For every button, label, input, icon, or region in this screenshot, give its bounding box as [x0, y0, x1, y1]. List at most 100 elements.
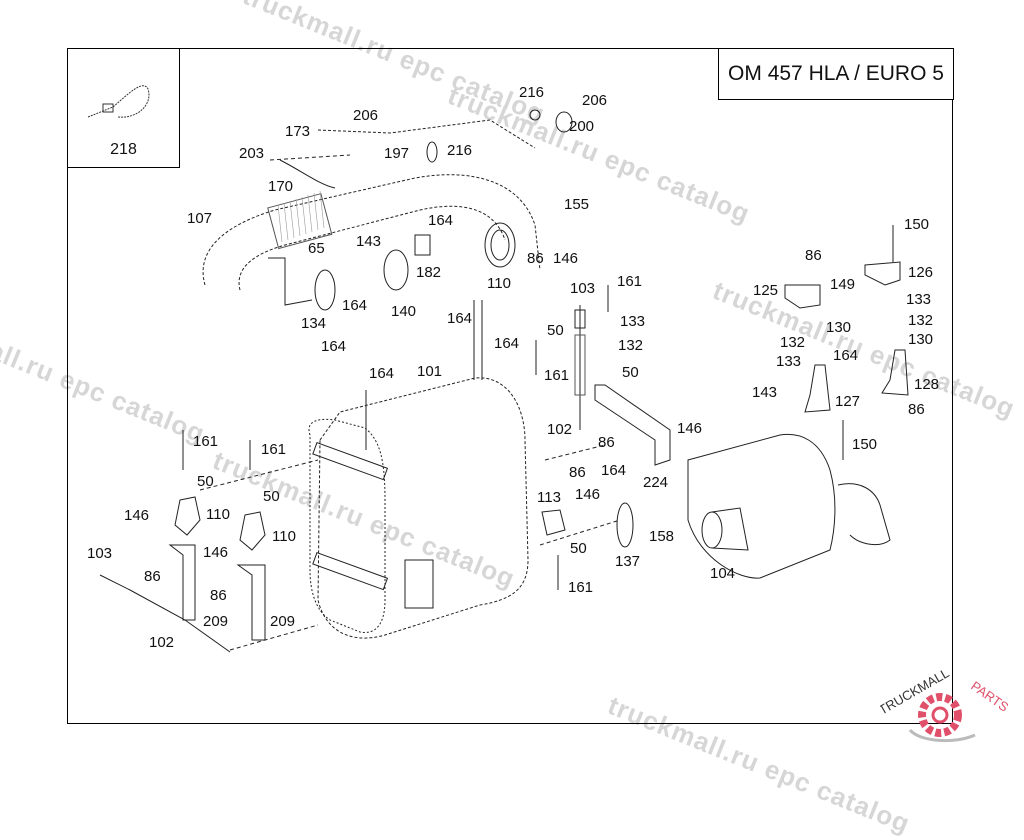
callout-label[interactable]: 102	[149, 634, 175, 651]
callout-label[interactable]: 130	[908, 331, 934, 348]
callout-label[interactable]: 103	[87, 545, 113, 562]
sensor-cable-102-left	[99, 574, 231, 653]
callout-label[interactable]: 110	[206, 506, 230, 523]
inspection-plate	[404, 559, 434, 609]
callout-label[interactable]: 143	[356, 233, 382, 250]
callout-label[interactable]: 164	[833, 347, 859, 364]
callout-label[interactable]: 164	[342, 297, 368, 314]
callout-label[interactable]: 128	[914, 376, 940, 393]
callout-label[interactable]: 150	[852, 436, 878, 453]
callout-label[interactable]: 65	[308, 240, 325, 257]
silencer-body-101	[317, 377, 529, 639]
callout-label[interactable]: 110	[487, 275, 511, 292]
callout-label[interactable]: 86	[527, 250, 544, 267]
callout-label[interactable]: 104	[710, 565, 736, 582]
bracket-209-left	[168, 544, 196, 621]
inset-panel: 218	[67, 48, 180, 168]
callout-label[interactable]: 134	[301, 315, 327, 332]
callout-label[interactable]: 216	[519, 84, 545, 101]
callout-label[interactable]: 206	[353, 107, 379, 124]
callout-label[interactable]: 137	[615, 553, 641, 570]
callout-label[interactable]: 86	[210, 587, 227, 604]
clamp-134	[314, 269, 336, 311]
bracket-113	[541, 509, 566, 536]
callout-label[interactable]: 149	[830, 276, 856, 293]
callout-label[interactable]: 132	[908, 312, 934, 329]
callout-label[interactable]: 107	[187, 210, 213, 227]
callout-label[interactable]: 86	[144, 568, 161, 585]
callout-label[interactable]: 86	[569, 464, 586, 481]
inset-part-number: 218	[110, 141, 137, 158]
bracket-182	[414, 234, 431, 256]
callout-label[interactable]: 209	[203, 613, 229, 630]
callout-label[interactable]: 161	[617, 273, 643, 290]
callout-label[interactable]: 102	[547, 421, 573, 438]
callout-label[interactable]: 133	[906, 291, 932, 308]
callout-label[interactable]: 50	[570, 540, 587, 557]
callout-label[interactable]: 161	[544, 367, 570, 384]
callout-label[interactable]: 158	[649, 528, 675, 545]
callout-label[interactable]: 86	[908, 401, 925, 418]
callout-label[interactable]: 164	[369, 365, 395, 382]
callout-label[interactable]: 164	[428, 212, 454, 229]
callout-label[interactable]: 161	[193, 433, 219, 450]
callout-label[interactable]: 103	[570, 280, 596, 297]
callout-label[interactable]: 133	[776, 353, 802, 370]
callout-label[interactable]: 86	[805, 247, 822, 264]
callout-label[interactable]: 206	[582, 92, 608, 109]
callout-label[interactable]: 197	[384, 145, 410, 162]
callout-label[interactable]: 164	[321, 338, 347, 355]
callout-label[interactable]: 146	[553, 250, 579, 267]
callout-label[interactable]: 170	[268, 178, 294, 195]
callout-label[interactable]: 113	[537, 489, 561, 506]
callout-label[interactable]: 127	[835, 393, 861, 410]
callout-label[interactable]: 200	[569, 118, 595, 135]
callout-label[interactable]: 126	[908, 264, 934, 281]
cable-tie-icon	[87, 85, 150, 118]
callout-label[interactable]: 125	[753, 282, 779, 299]
callout-label[interactable]: 146	[677, 420, 703, 437]
callout-label[interactable]: 50	[197, 473, 214, 490]
callout-label[interactable]: 146	[124, 507, 150, 524]
flex-bellows	[267, 193, 333, 250]
bracket-209-right	[236, 564, 266, 641]
callout-label[interactable]: 164	[447, 310, 473, 327]
callout-label[interactable]: 132	[618, 337, 644, 354]
callout-label[interactable]: 50	[547, 322, 564, 339]
callout-label[interactable]: 130	[826, 319, 852, 336]
bracket-127	[804, 364, 831, 413]
exhaust-pipe-107-inner	[238, 205, 506, 291]
brand-name-part2: PARTS	[968, 678, 1011, 715]
callout-label[interactable]: 182	[416, 264, 442, 281]
callout-label[interactable]: 155	[564, 196, 590, 213]
callout-label[interactable]: 132	[780, 334, 806, 351]
exhaust-pipe-107	[202, 174, 541, 286]
bracket-128	[881, 349, 909, 396]
callout-label[interactable]: 110	[272, 528, 296, 545]
callout-label[interactable]: 140	[391, 303, 417, 320]
callout-label[interactable]: 164	[494, 335, 520, 352]
callout-label[interactable]: 50	[263, 488, 280, 505]
callout-label[interactable]: 161	[568, 579, 594, 596]
callout-label[interactable]: 133	[620, 313, 646, 330]
callout-label[interactable]: 146	[203, 544, 229, 561]
exploded-drawing	[91, 87, 909, 653]
bracket-110-right	[239, 511, 266, 551]
callout-label[interactable]: 173	[285, 123, 311, 140]
bracket-224	[594, 384, 671, 466]
callout-label[interactable]: 101	[417, 363, 443, 380]
callout-label[interactable]: 203	[239, 145, 265, 162]
callout-label[interactable]: 164	[601, 462, 627, 479]
diagram-frame	[67, 48, 953, 724]
callout-label[interactable]: 50	[622, 364, 639, 381]
callout-label[interactable]: 150	[904, 216, 930, 233]
callout-label[interactable]: 143	[752, 384, 778, 401]
brand-logo: TRUCKMALL PARTS	[876, 660, 1024, 750]
callout-label[interactable]: 161	[261, 441, 287, 458]
callout-label[interactable]: 146	[575, 486, 601, 503]
callout-label[interactable]: 86	[598, 434, 615, 451]
callout-label[interactable]: 216	[447, 142, 473, 159]
callout-label[interactable]: 224	[643, 474, 669, 491]
callout-label[interactable]: 209	[270, 613, 296, 630]
